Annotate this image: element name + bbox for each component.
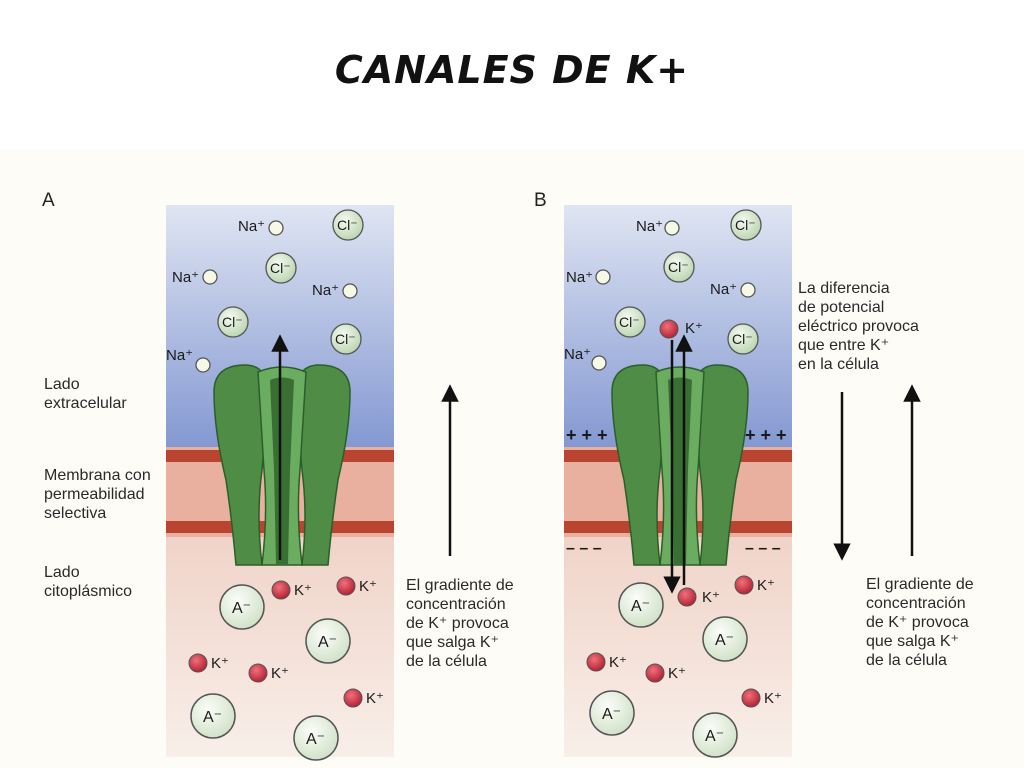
svg-text:K⁺: K⁺	[271, 665, 289, 682]
svg-text:Na⁺: Na⁺	[172, 269, 199, 286]
annotation-a-gradient: El gradiente de concentración de K⁺ prov…	[406, 577, 514, 670]
ion-cl: Cl⁻	[727, 323, 759, 355]
ion-k: K⁺	[677, 587, 720, 607]
svg-text:A⁻: A⁻	[631, 598, 650, 615]
svg-text:Cl⁻: Cl⁻	[222, 314, 243, 330]
ion-a: A⁻	[293, 715, 339, 761]
ion-k: K⁺	[645, 663, 686, 683]
svg-text:K⁺: K⁺	[359, 578, 377, 595]
ion-na: Na⁺	[710, 281, 756, 298]
ion-na: Na⁺	[566, 269, 611, 286]
ion-cl: Cl⁻	[265, 252, 297, 284]
ion-k: K⁺	[659, 319, 703, 339]
ion-k: K⁺	[586, 652, 627, 672]
svg-text:Na⁺: Na⁺	[566, 269, 593, 286]
panel-letter-b: B	[534, 190, 547, 211]
ion-k: K⁺	[188, 653, 229, 673]
svg-text:K⁺: K⁺	[211, 655, 229, 672]
annotation-b-electric: La diferencia de potencial eléctrico pro…	[798, 280, 919, 373]
svg-text:K⁺: K⁺	[702, 589, 720, 606]
svg-text:Na⁺: Na⁺	[636, 218, 663, 235]
ion-k: K⁺	[734, 575, 775, 595]
svg-text:A⁻: A⁻	[232, 600, 251, 617]
svg-text:Na⁺: Na⁺	[710, 281, 737, 298]
ion-k: K⁺	[248, 663, 289, 683]
panel-b: + + + + + + – – – – – – Na⁺ Na⁺ Na⁺ Na⁺ …	[564, 205, 921, 758]
svg-text:A⁻: A⁻	[203, 709, 222, 726]
ion-cl: Cl⁻	[332, 209, 364, 241]
svg-text:A⁻: A⁻	[318, 634, 337, 651]
ion-a: A⁻	[692, 712, 738, 758]
ion-k: K⁺	[336, 576, 377, 596]
ion-na: Na⁺	[636, 218, 680, 236]
ion-na: Na⁺	[312, 282, 358, 299]
panel-a: Na⁺ Na⁺ Na⁺ Na⁺ Cl⁻ Cl⁻ Cl⁻ Cl⁻ A⁻ A⁻ A⁻…	[166, 205, 459, 761]
svg-text:Cl⁻: Cl⁻	[668, 259, 689, 275]
ion-k: K⁺	[343, 688, 384, 708]
svg-text:K⁺: K⁺	[685, 320, 703, 337]
ion-a: A⁻	[219, 584, 265, 630]
svg-text:Cl⁻: Cl⁻	[735, 217, 756, 233]
svg-text:K⁺: K⁺	[668, 665, 686, 682]
ion-cl: Cl⁻	[663, 251, 695, 283]
ion-a: A⁻	[190, 693, 236, 739]
k-channel-a	[213, 364, 351, 566]
ion-cl: Cl⁻	[330, 323, 362, 355]
charge-plus-left: + + +	[566, 425, 608, 445]
annotation-b-gradient: El gradiente de concentración de K⁺ prov…	[866, 576, 974, 669]
svg-text:K⁺: K⁺	[366, 690, 384, 707]
svg-text:K⁺: K⁺	[764, 690, 782, 707]
ion-k: K⁺	[271, 580, 312, 600]
svg-text:Na⁺: Na⁺	[238, 218, 265, 235]
ion-a: A⁻	[305, 618, 351, 664]
svg-text:A⁻: A⁻	[715, 632, 734, 649]
ion-na: Na⁺	[564, 346, 607, 371]
k-channel-b	[611, 364, 749, 566]
ion-a: A⁻	[589, 690, 635, 736]
ion-na: Na⁺	[166, 347, 211, 373]
ion-k: K⁺	[741, 688, 782, 708]
ion-na: Na⁺	[238, 218, 284, 236]
label-membrane: Membrana con permeabilidad selectiva	[44, 467, 151, 522]
charge-minus-left: – – –	[566, 540, 602, 557]
ion-cl: Cl⁻	[217, 306, 249, 338]
svg-text:Cl⁻: Cl⁻	[619, 314, 640, 330]
svg-text:Cl⁻: Cl⁻	[732, 331, 753, 347]
svg-text:Cl⁻: Cl⁻	[270, 260, 291, 276]
svg-text:Cl⁻: Cl⁻	[337, 217, 358, 233]
svg-text:A⁻: A⁻	[705, 728, 724, 745]
ion-cl: Cl⁻	[614, 306, 646, 338]
charge-plus-right: + + +	[745, 425, 787, 445]
svg-text:Na⁺: Na⁺	[564, 346, 591, 363]
charge-minus-right: – – –	[745, 540, 781, 557]
label-extracellular: Lado extracelular	[44, 376, 127, 412]
svg-text:Na⁺: Na⁺	[312, 282, 339, 299]
svg-text:K⁺: K⁺	[757, 577, 775, 594]
label-cytoplasmic: Lado citoplásmico	[44, 564, 133, 600]
svg-text:A⁻: A⁻	[306, 731, 325, 748]
svg-text:K⁺: K⁺	[609, 654, 627, 671]
svg-text:Cl⁻: Cl⁻	[335, 331, 356, 347]
svg-text:A⁻: A⁻	[602, 706, 621, 723]
ion-cl: Cl⁻	[730, 209, 762, 241]
slide-title: CANALES DE K+	[334, 48, 690, 92]
svg-text:K⁺: K⁺	[294, 582, 312, 599]
ion-a: A⁻	[702, 616, 748, 662]
svg-text:Na⁺: Na⁺	[166, 347, 193, 364]
panel-letter-a: A	[42, 190, 55, 211]
ion-a: A⁻	[618, 582, 664, 628]
ion-na: Na⁺	[172, 269, 218, 286]
